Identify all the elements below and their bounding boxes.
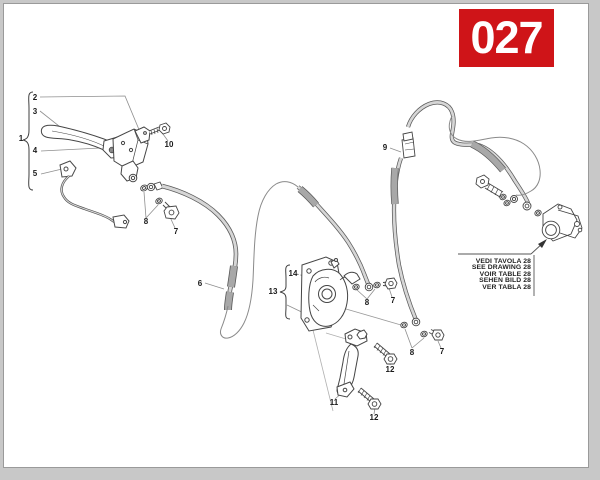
callout-7c: 7 <box>439 347 445 356</box>
callout-1: 1 <box>18 134 24 143</box>
bolt-10 <box>148 122 171 136</box>
reference-note: VEDI TAVOLA 28 SEE DRAWING 28 VOIR TABLE… <box>430 258 531 291</box>
front-brake-hose-6 <box>161 181 371 339</box>
bracket-bolts-12 <box>357 342 398 410</box>
callout-14: 14 <box>288 269 298 278</box>
callout-12a: 12 <box>385 365 395 374</box>
reservoir-hose <box>448 115 541 196</box>
note-line-en: SEE DRAWING 28 <box>471 264 531 272</box>
caliper-bracket-assembly <box>336 328 368 398</box>
brake-switch-and-wire <box>59 160 130 229</box>
callout-12b: 12 <box>369 413 379 422</box>
front-caliper-assembly <box>300 256 361 332</box>
callout-13: 13 <box>268 287 278 296</box>
drawing-number: 027 <box>470 12 543 63</box>
callout-5: 5 <box>32 169 38 178</box>
callout-8b: 8 <box>364 298 370 307</box>
callout-7a: 7 <box>173 227 179 236</box>
caliper-banjo-hardware <box>352 277 398 292</box>
front-banjo-hardware <box>140 181 180 220</box>
brace-part-1 <box>22 91 34 191</box>
callout-10: 10 <box>164 140 174 149</box>
callout-4: 4 <box>32 146 38 155</box>
group-braces <box>22 91 291 320</box>
rear-brake-hose-9 <box>390 100 530 321</box>
callout-11: 11 <box>329 398 339 407</box>
callout-9: 9 <box>382 143 388 152</box>
hose-inlet-boss <box>343 271 361 285</box>
handlebar-clamp <box>134 126 151 144</box>
note-line-es: VER TABLA 28 <box>482 283 531 291</box>
page-background <box>3 3 589 468</box>
rear-cylinder-group <box>475 174 583 242</box>
note-line-de: SEHEN BILD 28 <box>479 277 531 285</box>
leader-dots <box>63 130 325 283</box>
note-arrowhead <box>538 239 547 248</box>
wire-connector <box>112 214 130 229</box>
brace-part-13 <box>279 264 291 320</box>
callout-8a: 8 <box>143 217 149 226</box>
front-master-cylinder-assembly <box>40 124 151 183</box>
callout-2: 2 <box>32 93 38 102</box>
callout-8c: 8 <box>409 348 415 357</box>
callout-3: 3 <box>32 107 38 116</box>
spring <box>486 183 503 198</box>
rear-hose-banjo-hardware <box>400 317 445 341</box>
callout-7b: 7 <box>390 296 396 305</box>
callout-6: 6 <box>197 279 203 288</box>
drawing-number-badge: 027 <box>459 9 554 67</box>
explosion-lines <box>312 308 402 412</box>
note-line-it: VEDI TAVOLA 28 <box>475 258 531 265</box>
note-line-fr: VOIR TABLE 28 <box>479 270 531 278</box>
hose-fitting-9 <box>401 131 416 159</box>
